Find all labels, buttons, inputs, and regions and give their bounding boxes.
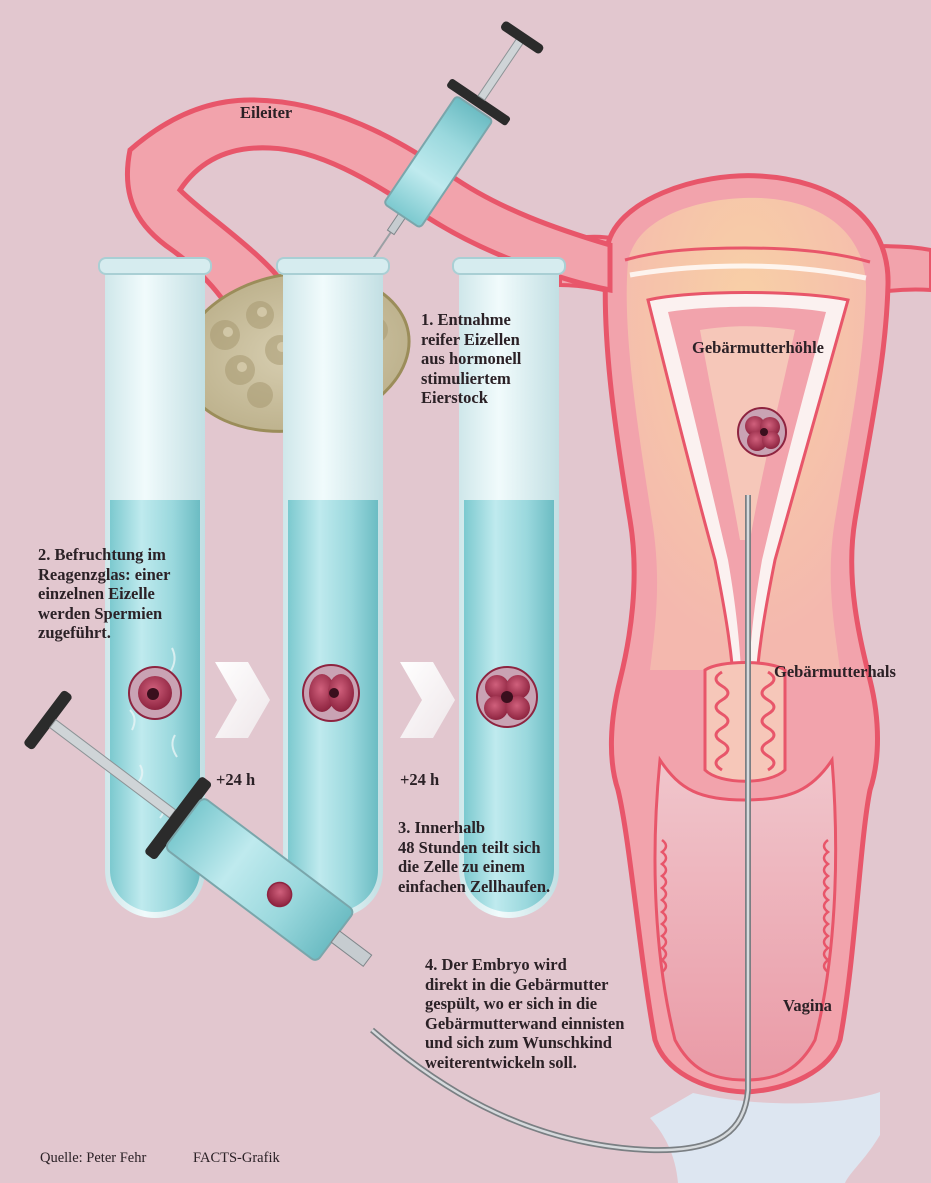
time-label-2: +24 h (400, 770, 439, 790)
step-4-line: weiterentwickeln soll. (425, 1053, 624, 1073)
label-gebaermutterhoehle: Gebärmutterhöhle (692, 338, 824, 358)
label-gebaermutterhals: Gebärmutterhals (774, 662, 896, 682)
implanted-embryo (738, 408, 786, 456)
step-1-line: 1. Entnahme (421, 310, 521, 330)
step-4-line: und sich zum Wunschkind (425, 1033, 624, 1053)
step-1-line: reifer Eizellen (421, 330, 521, 350)
step-2-line: einzelnen Eizelle (38, 584, 170, 604)
step-2-line: Reagenzglas: einer (38, 565, 170, 585)
step-4-line: direkt in die Gebärmutter (425, 975, 624, 995)
label-eileiter: Eileiter (240, 103, 292, 123)
footer-source: Quelle: Peter Fehr (40, 1150, 146, 1167)
step-3-text: 3. Innerhalb 48 Stunden teilt sich die Z… (398, 818, 550, 896)
step-2-line: zugeführt. (38, 623, 170, 643)
two-cell-embryo (303, 665, 359, 721)
step-2-line: werden Spermien (38, 604, 170, 624)
step-4-line: Gebärmutterwand einnisten (425, 1014, 624, 1034)
step-2-line: 2. Befruchtung im (38, 545, 170, 565)
fertilized-egg (129, 667, 181, 719)
multi-cell-embryo (477, 667, 537, 727)
step-4-text: 4. Der Embryo wird direkt in die Gebärmu… (425, 955, 624, 1072)
step-1-line: Eierstock (421, 388, 521, 408)
step-2-text: 2. Befruchtung im Reagenzglas: einer ein… (38, 545, 170, 643)
speculum (650, 1092, 880, 1183)
label-vagina: Vagina (783, 996, 832, 1016)
step-1-line: stimuliertem (421, 369, 521, 389)
test-tube-2 (277, 258, 389, 918)
footer-credit: FACTS-Grafik (193, 1150, 280, 1167)
step-3-line: einfachen Zellhaufen. (398, 877, 550, 897)
step-1-text: 1. Entnahme reifer Eizellen aus hormonel… (421, 310, 521, 408)
time-label-1: +24 h (216, 770, 255, 790)
step-1-line: aus hormonell (421, 349, 521, 369)
step-3-line: 3. Innerhalb (398, 818, 550, 838)
step-4-line: gespült, wo er sich in die (425, 994, 624, 1014)
step-4-line: 4. Der Embryo wird (425, 955, 624, 975)
step-3-line: die Zelle zu einem (398, 857, 550, 877)
step-3-line: 48 Stunden teilt sich (398, 838, 550, 858)
